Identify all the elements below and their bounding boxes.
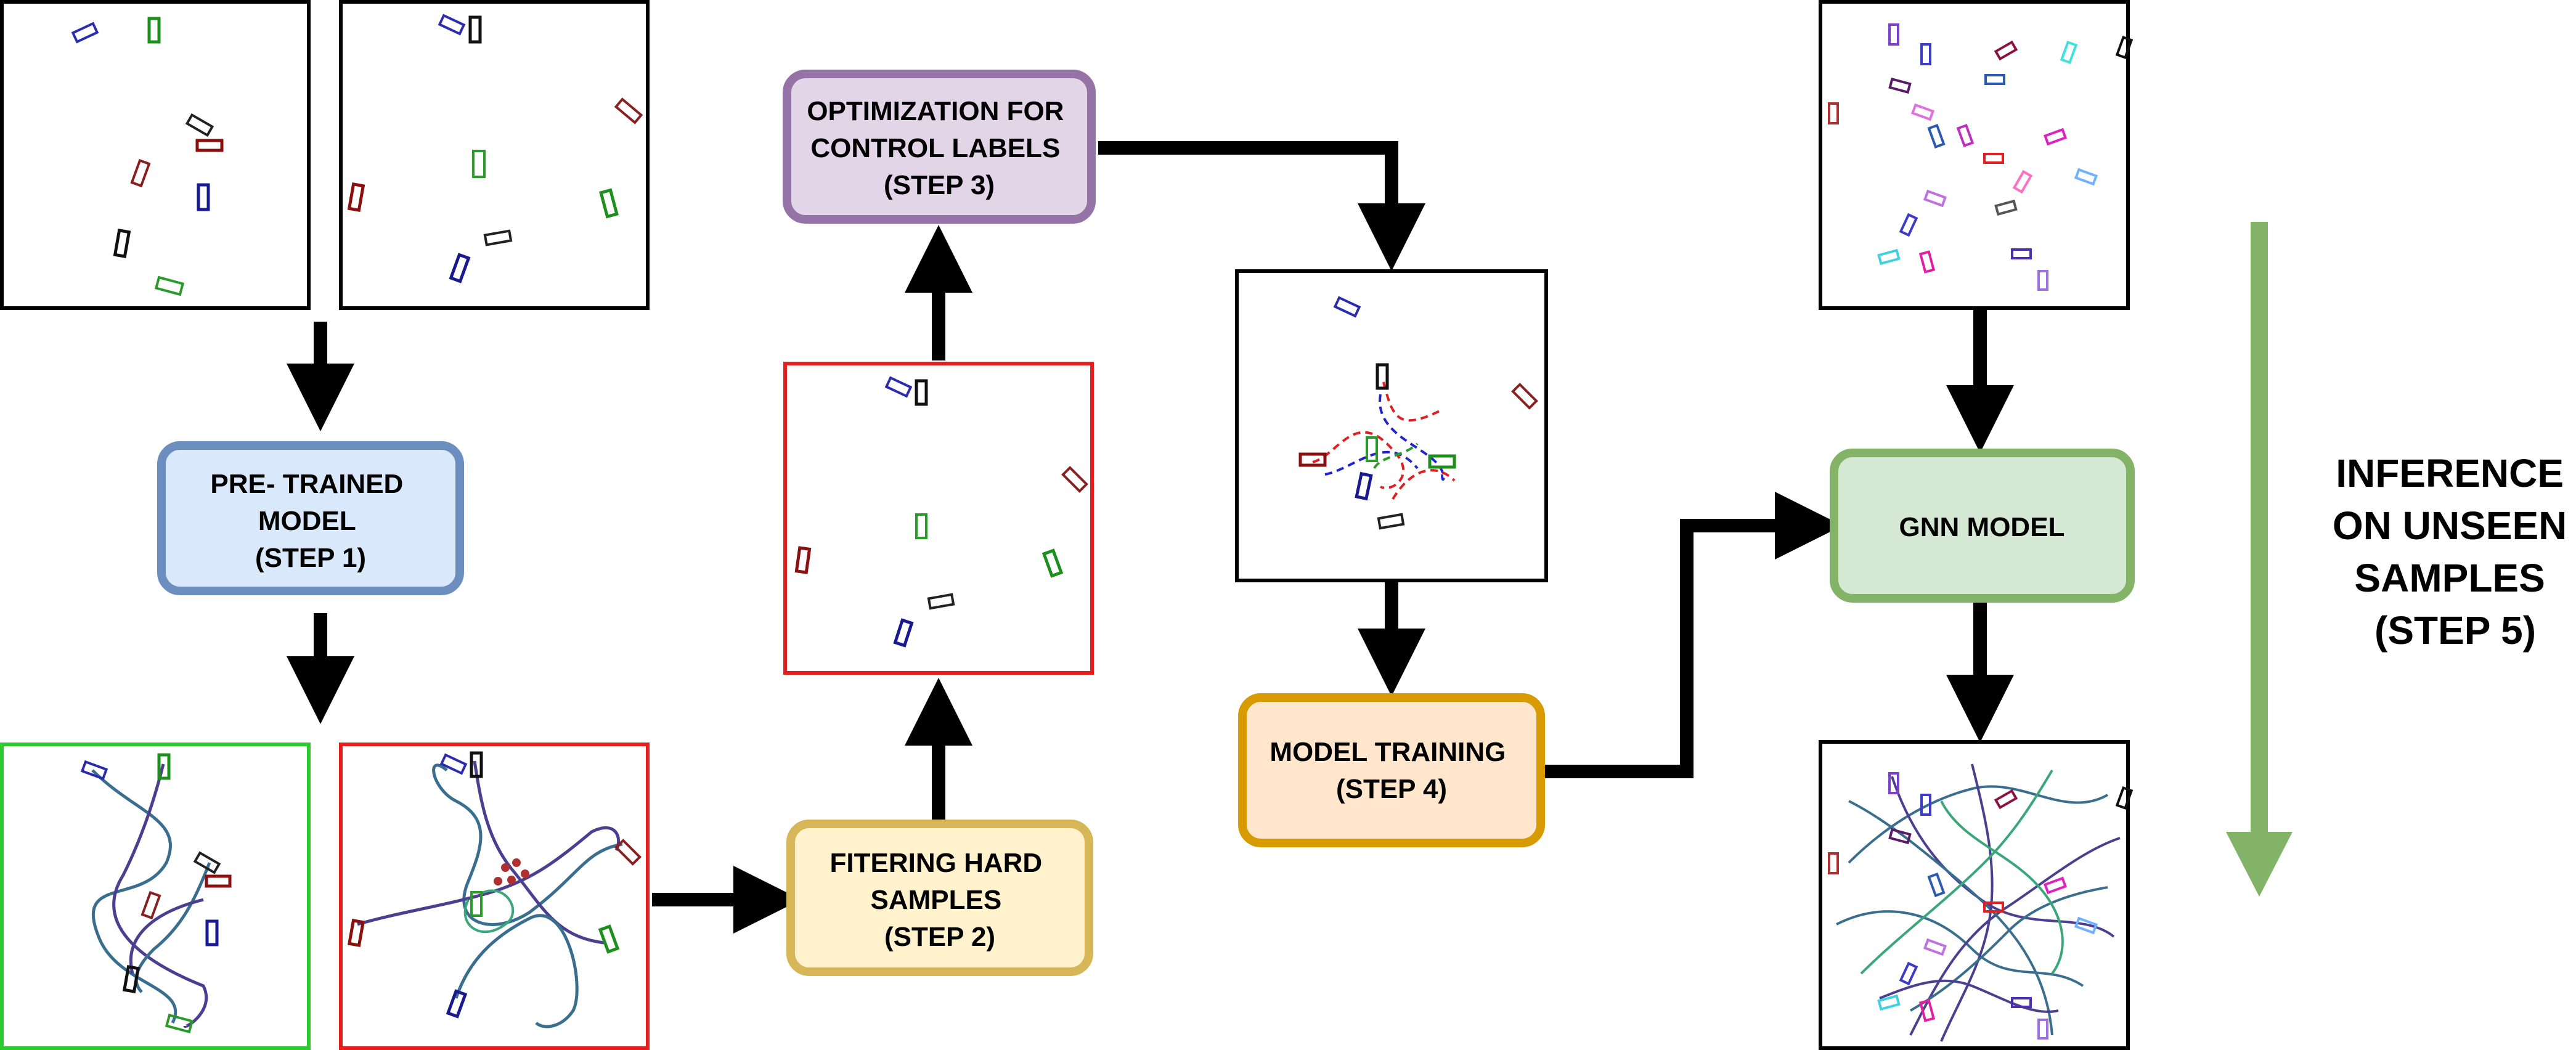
collision-markers — [494, 858, 529, 885]
flow-arrows — [287, 141, 2014, 934]
filtered-hard-sample-panel — [783, 362, 1094, 675]
step2-label: FITERING HARD SAMPLES (STEP 2) — [830, 848, 1050, 952]
gnn-model-box: GNN MODEL — [1830, 449, 2135, 603]
inference-arrow — [2226, 222, 2293, 897]
unseen-sample-panel — [1819, 0, 2134, 310]
vehicle-icons — [347, 14, 643, 283]
inference-result-panel — [1819, 740, 2134, 1050]
step3-box: OPTIMIZATION FOR CONTROL LABELS (STEP 3) — [783, 70, 1096, 224]
arrow-step4-to-gnn — [1541, 492, 1843, 778]
optimized-control-labels-panel — [1235, 269, 1548, 582]
step3-label: OPTIMIZATION FOR CONTROL LABELS (STEP 3) — [807, 96, 1071, 200]
inference-label: INFERENCE ON UNSEEN SAMPLES (STEP 5) — [2333, 451, 2576, 653]
step2-box: FITERING HARD SAMPLES (STEP 2) — [786, 820, 1093, 976]
input-sample-panel-2 — [339, 0, 650, 310]
hard-sample-panel-with-trajectories — [339, 743, 650, 1050]
arrow-step3-to-optimized — [1098, 141, 1425, 271]
step1-label: PRE- TRAINED MODEL (STEP 1) — [210, 469, 410, 573]
vehicle-icons — [71, 17, 224, 296]
step4-label: MODEL TRAINING (STEP 4) — [1270, 737, 1513, 804]
step4-box: MODEL TRAINING (STEP 4) — [1238, 693, 1545, 847]
gnn-model-label: GNN MODEL — [1899, 512, 2065, 542]
step1-box: PRE- TRAINED MODEL (STEP 1) — [157, 441, 464, 595]
easy-sample-panel — [0, 743, 311, 1050]
input-sample-panel-1 — [0, 0, 311, 310]
